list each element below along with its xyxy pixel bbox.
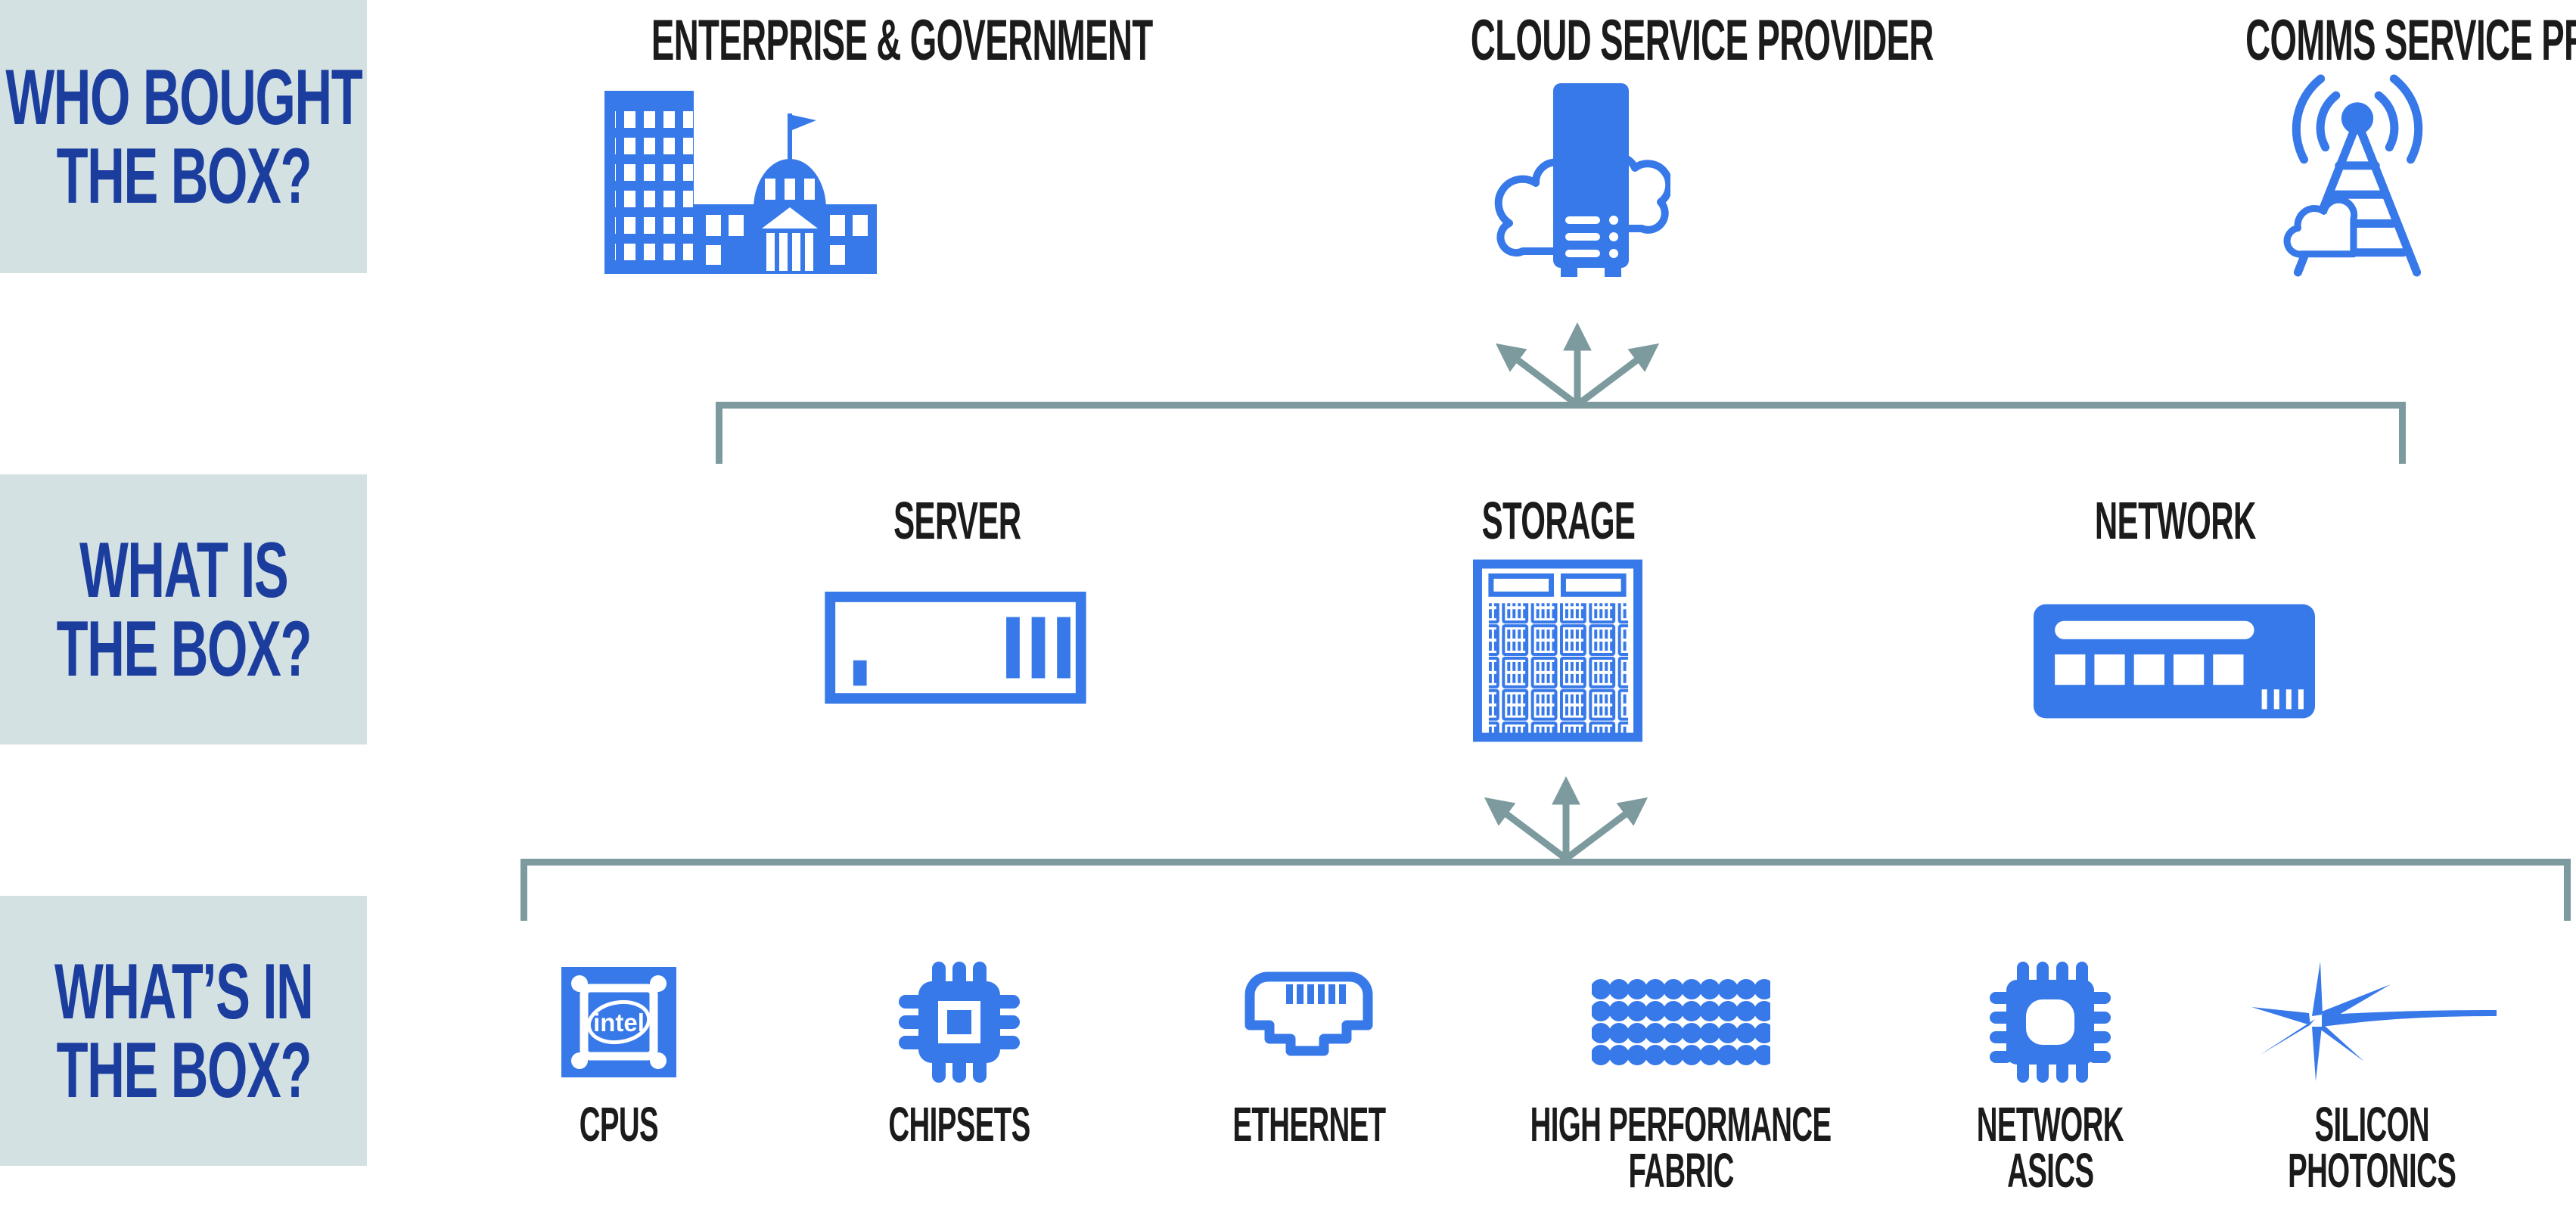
question-block-whats-in: WHAT’S IN THE BOX? — [0, 896, 367, 1166]
question-text: THE BOX? — [56, 605, 312, 693]
question-block-who-bought: WHO BOUGHT THE BOX? — [0, 0, 367, 273]
question-text: THE BOX? — [56, 132, 312, 220]
heading-text: NETWORK — [2094, 491, 2256, 550]
asic-chip-icon — [1990, 955, 2111, 1089]
component-item-silicon-photonics: SILICON PHOTONICS — [2194, 955, 2550, 1198]
question-text: THE BOX? — [56, 1026, 312, 1114]
heading-cloud-service-provider: CLOUD SERVICE PROVIDER — [1316, 8, 1934, 73]
arrow-fan-up-icon — [1479, 322, 1676, 409]
question-text: WHO BOUGHT — [5, 53, 362, 141]
heading-text: COMMS SERVICE PROVIDER — [2245, 8, 2576, 73]
arrow-fan-up-icon — [1468, 776, 1664, 863]
component-label: CHIPSETS — [888, 1097, 1030, 1152]
radio-tower-icon — [2258, 74, 2456, 284]
connector-bracket-top — [716, 402, 2406, 464]
component-label: ETHERNET — [1232, 1097, 1386, 1152]
heading-text: STORAGE — [1481, 491, 1636, 550]
question-block-what-is: WHAT IS THE BOX? — [0, 474, 367, 744]
question-text: WHAT IS — [79, 526, 289, 614]
component-label: FABRIC — [1628, 1142, 1734, 1198]
rack-server-icon — [823, 592, 1088, 707]
question-text: WHAT’S IN — [54, 947, 314, 1036]
connector-bracket-bottom — [520, 859, 2571, 921]
enterprise-government-icon — [604, 85, 878, 278]
heading-comms-service-provider: COMMS SERVICE PROVIDER — [2088, 8, 2576, 73]
light-burst-icon — [2247, 955, 2497, 1089]
component-item-ethernet: ETHERNET — [1146, 955, 1471, 1148]
network-switch-icon — [2034, 604, 2315, 723]
component-label: SILICON — [2314, 1097, 2429, 1152]
heading-enterprise-government: ENTERPRISE & GOVERNMENT — [484, 8, 1153, 73]
component-item-network-asics: NETWORK ASICS — [1888, 955, 2213, 1198]
fabric-dots-icon — [1592, 955, 1770, 1089]
heading-text: CLOUD SERVICE PROVIDER — [1470, 8, 1934, 73]
heading-text: ENTERPRISE & GOVERNMENT — [651, 8, 1153, 73]
component-label: HIGH PERFORMANCE — [1530, 1097, 1832, 1152]
heading-network: NETWORK — [1975, 490, 2376, 551]
component-label: CPUS — [579, 1097, 659, 1152]
heading-server: SERVER — [757, 490, 1157, 551]
component-label: ASICS — [2006, 1142, 2094, 1198]
heading-text: SERVER — [893, 491, 1021, 550]
component-item-fabric: HIGH PERFORMANCE FABRIC — [1518, 955, 1844, 1198]
ethernet-port-icon — [1244, 955, 1374, 1089]
chipset-icon — [899, 955, 1020, 1089]
component-item-chipsets: CHIPSETS — [797, 955, 1122, 1148]
component-label: PHOTONICS — [2287, 1142, 2456, 1198]
storage-array-icon — [1473, 558, 1642, 747]
component-item-cpus: intel CPUS — [456, 955, 782, 1148]
heading-storage: STORAGE — [1358, 490, 1759, 551]
cpu-socket-icon: intel — [561, 955, 676, 1089]
component-label: NETWORK — [1976, 1097, 2124, 1152]
cloud-server-icon — [1484, 77, 1673, 285]
intel-logo-text: intel — [593, 1009, 645, 1037]
